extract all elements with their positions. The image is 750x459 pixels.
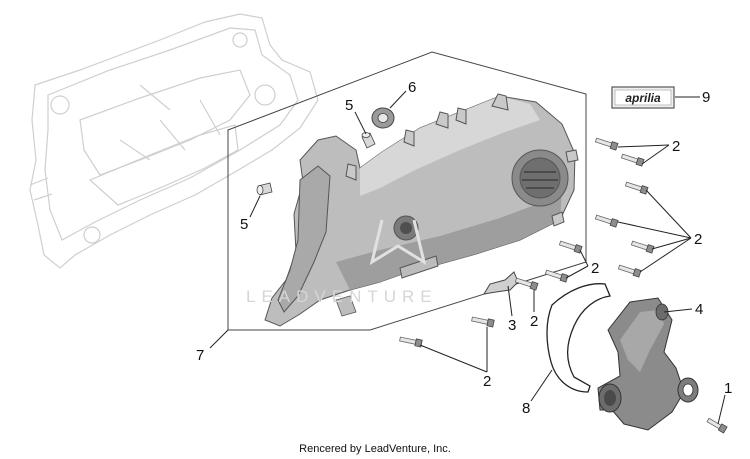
svg-text:aprilia: aprilia — [625, 91, 661, 105]
bolt-part — [594, 214, 619, 228]
seal-part — [371, 107, 395, 129]
callout-label: 2 — [694, 231, 702, 248]
callout-label: 4 — [695, 301, 703, 318]
bolt-part — [594, 137, 619, 151]
dowel-pin-part — [256, 182, 273, 196]
callout-label: 2 — [530, 313, 538, 330]
bolt-part — [471, 316, 495, 328]
duct-cover-part — [597, 297, 699, 431]
bolt-part — [706, 417, 728, 434]
dowel-pin-part — [361, 132, 376, 149]
callout-label: 1 — [724, 380, 732, 397]
bolt-part — [620, 153, 645, 167]
callout-label: 9 — [702, 89, 710, 106]
bolt-part — [399, 336, 423, 348]
credit-text: Rencered by LeadVenture, Inc. — [299, 443, 451, 455]
callout-label: 5 — [240, 216, 248, 233]
bolt-part — [544, 269, 569, 283]
callout-label: 2 — [483, 373, 491, 390]
callout-label: 5 — [345, 97, 353, 114]
bolt-part — [624, 181, 649, 195]
clip-part — [483, 271, 519, 295]
bolt-part — [630, 240, 655, 254]
leader-lines — [209, 90, 726, 425]
bolt-part — [514, 277, 539, 291]
callout-label: 2 — [672, 138, 680, 155]
transmission-cover — [264, 93, 579, 327]
gasket-part — [546, 283, 611, 393]
callout-label: 8 — [522, 400, 530, 417]
aprilia-badge: aprilia — [611, 86, 675, 109]
svg-text:LEADVENTURE: LEADVENTURE — [246, 287, 438, 306]
bolt-part — [558, 240, 583, 254]
callout-label: 7 — [196, 347, 204, 364]
bolt-part — [617, 264, 642, 278]
watermark: LEADVENTURE — [246, 219, 438, 306]
callout-label: 6 — [408, 79, 416, 96]
ghost-crankcase — [29, 13, 319, 269]
callout-label: 2 — [591, 260, 599, 277]
callout-label: 3 — [508, 317, 516, 334]
